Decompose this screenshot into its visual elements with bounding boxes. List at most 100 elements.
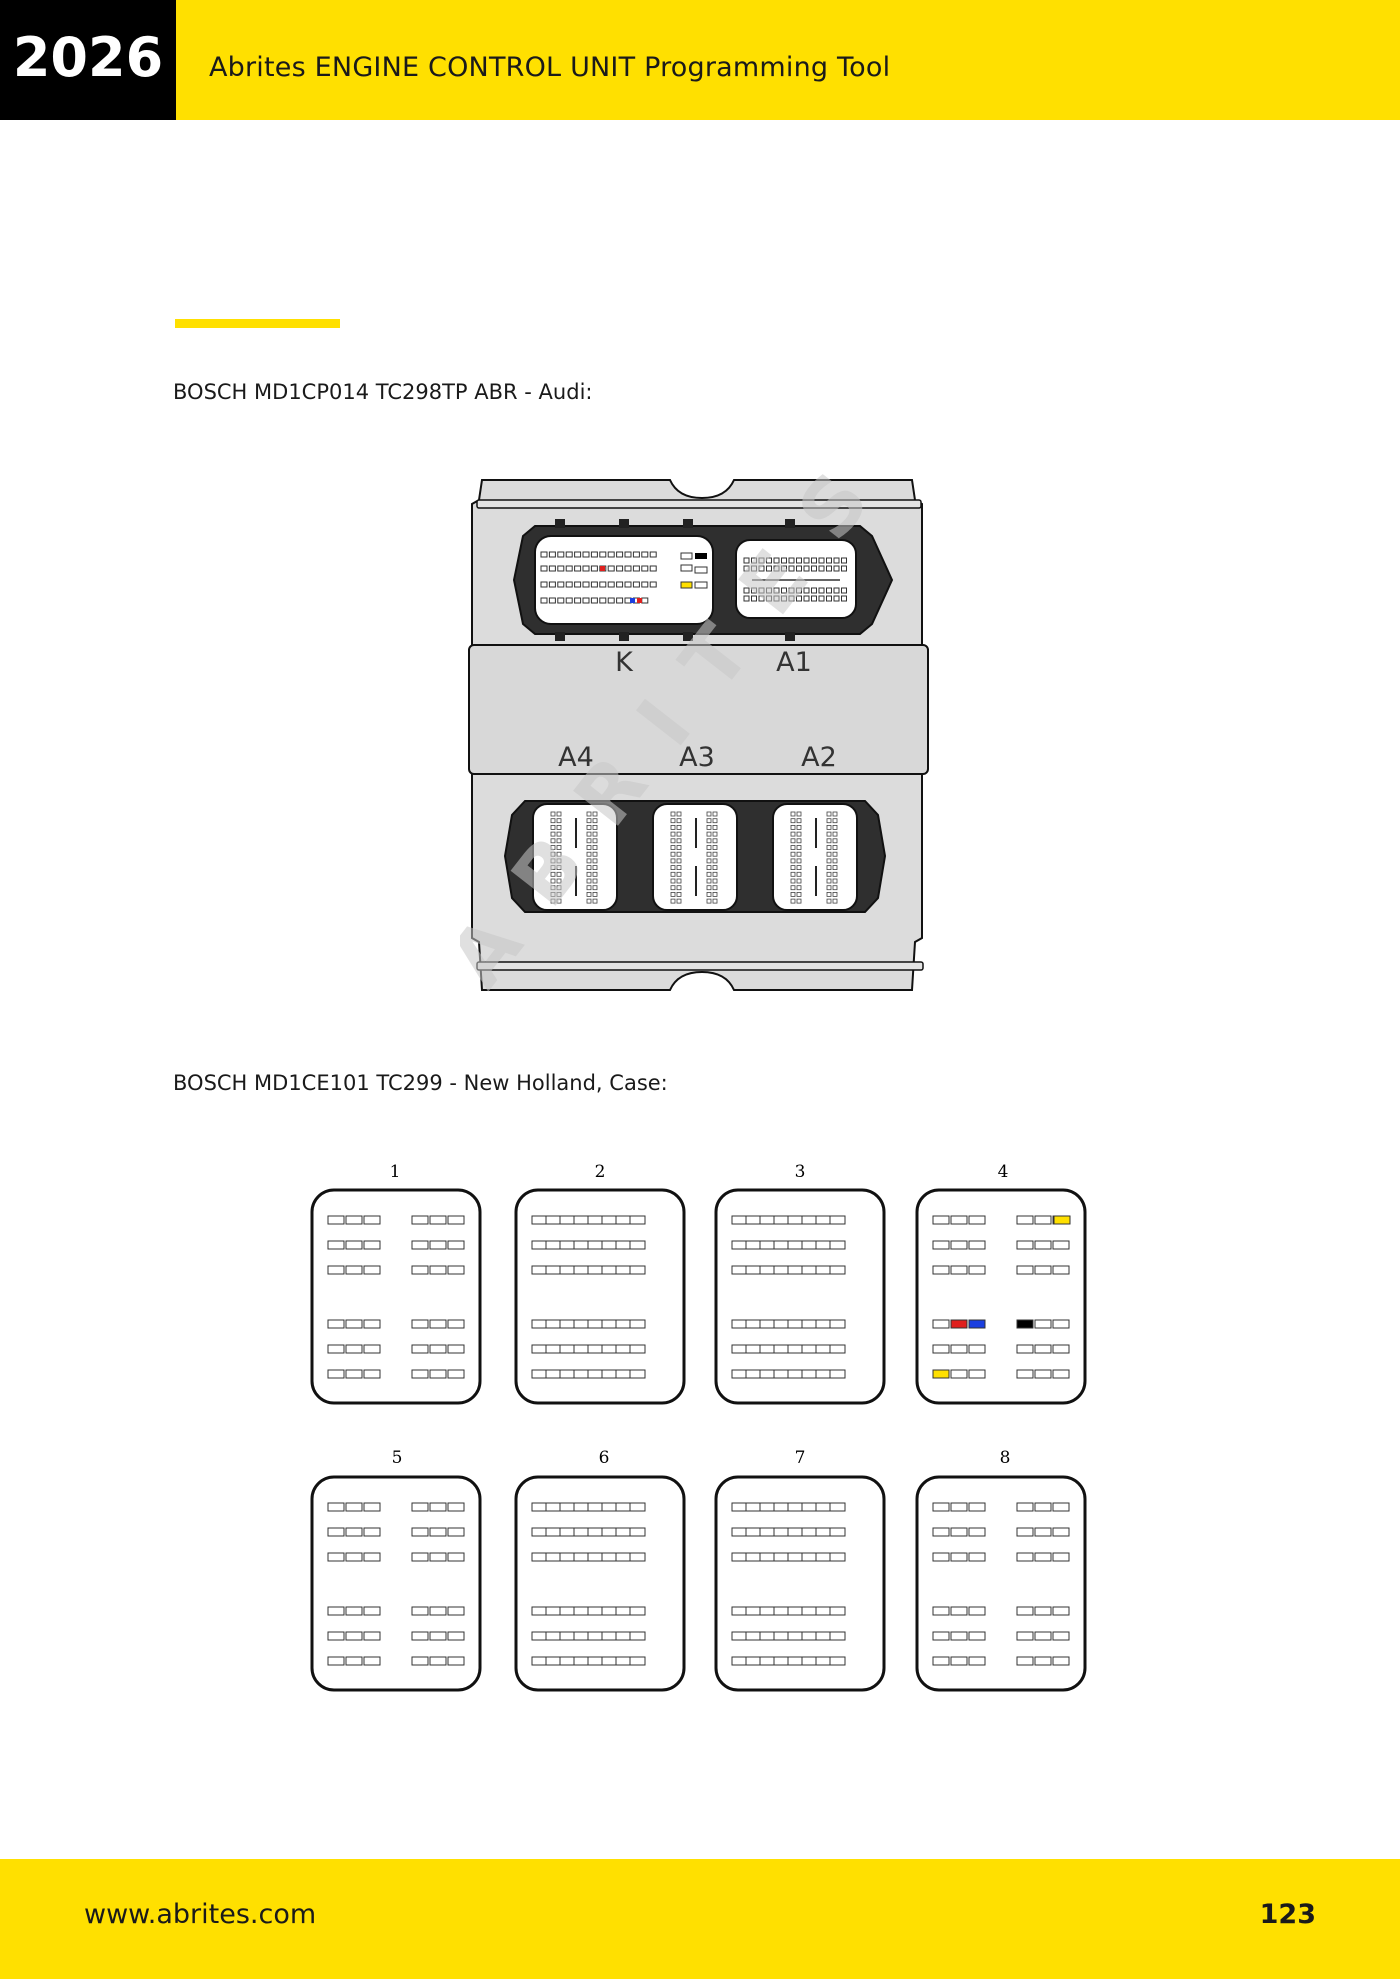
pin <box>363 1369 381 1379</box>
pin <box>616 565 624 572</box>
pin <box>968 1215 986 1225</box>
pin <box>1052 1502 1070 1512</box>
pin-row-right <box>1016 1344 1070 1354</box>
pin <box>629 1631 646 1641</box>
pin <box>550 851 556 857</box>
pin <box>773 1369 790 1379</box>
pin <box>796 818 802 824</box>
footer-website-link[interactable]: www.abrites.com <box>84 1899 317 1930</box>
pin <box>565 597 573 604</box>
pin <box>950 1606 968 1616</box>
pin <box>815 1527 832 1537</box>
pin <box>712 845 718 850</box>
pin <box>590 597 598 604</box>
pin <box>586 898 592 904</box>
pin <box>841 565 847 572</box>
pin <box>745 1265 762 1275</box>
pin <box>1034 1631 1052 1641</box>
pin <box>559 1344 576 1354</box>
pin <box>758 565 765 572</box>
pin <box>796 587 802 594</box>
pin <box>670 851 676 857</box>
pin <box>429 1265 447 1275</box>
pin <box>826 818 832 824</box>
pin-row-left <box>932 1527 986 1537</box>
pin <box>815 1552 832 1562</box>
pin <box>327 1215 345 1225</box>
pin-row-right <box>411 1656 465 1666</box>
pin <box>550 824 556 830</box>
pin <box>932 1527 950 1537</box>
pin <box>751 587 757 594</box>
pin <box>833 595 840 602</box>
pin <box>363 1552 381 1562</box>
pin-row-long <box>531 1502 646 1512</box>
housing-rim-top <box>476 499 922 509</box>
pin <box>345 1265 363 1275</box>
pin <box>811 565 817 572</box>
pin <box>832 851 838 857</box>
pin <box>559 1656 576 1666</box>
pin <box>773 1319 790 1329</box>
pin <box>706 818 712 824</box>
pin <box>731 1319 748 1329</box>
pin <box>815 1240 832 1250</box>
pin <box>968 1656 986 1666</box>
pin <box>447 1344 465 1354</box>
pin <box>773 1344 790 1354</box>
pin <box>803 595 810 602</box>
pin <box>548 565 556 572</box>
connector-k-pin-row <box>540 581 657 588</box>
pin <box>826 824 832 830</box>
pin <box>796 838 802 844</box>
pin <box>968 1631 986 1641</box>
pin <box>788 557 795 564</box>
pin <box>550 858 556 864</box>
pin <box>790 858 796 864</box>
pin <box>1034 1527 1052 1537</box>
pin <box>587 1631 604 1641</box>
pin <box>832 824 838 830</box>
pin <box>796 824 802 830</box>
pin <box>759 1319 776 1329</box>
pin <box>557 565 565 572</box>
pin <box>587 1344 604 1354</box>
pin-row-right <box>1016 1656 1070 1666</box>
pin <box>573 1240 590 1250</box>
pin <box>950 1631 968 1641</box>
pin <box>743 557 750 564</box>
pin <box>790 891 796 897</box>
pin-row-right <box>1016 1631 1070 1641</box>
pin-red <box>600 566 605 571</box>
pin-row-long <box>731 1369 846 1379</box>
pin <box>592 811 598 817</box>
pin <box>615 1215 632 1225</box>
pin <box>787 1369 804 1379</box>
pin <box>833 557 840 564</box>
pin <box>545 1215 562 1225</box>
pin <box>531 1552 548 1562</box>
pin <box>829 1552 846 1562</box>
pin <box>447 1369 465 1379</box>
pin <box>531 1606 548 1616</box>
pin <box>758 587 765 594</box>
connector-a2 <box>772 803 858 911</box>
pin <box>731 1265 748 1275</box>
connector-number-6: 6 <box>599 1448 610 1468</box>
pin <box>841 595 847 602</box>
pin <box>950 1502 968 1512</box>
pin <box>590 581 598 588</box>
pin <box>950 1215 968 1225</box>
pin <box>582 597 590 604</box>
pin <box>565 551 573 558</box>
pin <box>796 851 802 857</box>
ecu-caption-new-holland: BOSCH MD1CE101 TC299 - New Holland, Case… <box>173 1071 668 1095</box>
pin <box>759 1631 776 1641</box>
pin-blue <box>630 598 635 603</box>
pin <box>629 1215 646 1225</box>
pin <box>932 1265 950 1275</box>
pin <box>790 818 796 824</box>
pin <box>796 891 802 897</box>
pin <box>592 865 598 871</box>
pin <box>1052 1265 1070 1275</box>
